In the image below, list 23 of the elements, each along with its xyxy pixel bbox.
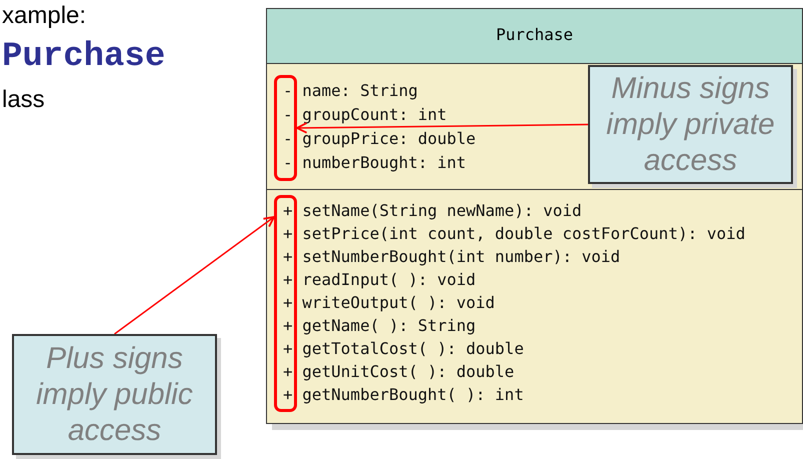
- method-text: + setPrice(int count, double costForCount): void: [283, 223, 746, 245]
- callout-text: Minus signs imply private access: [605, 70, 776, 178]
- method-text: + getUnitCost( ): double: [283, 361, 514, 383]
- attribute-text: - groupCount: int: [283, 104, 447, 126]
- method-text: + setName(String newName): void: [283, 200, 582, 222]
- highlight-box: [274, 75, 297, 181]
- method-text: + getNumberBought( ): int: [283, 384, 524, 406]
- method-text: + getTotalCost( ): double: [283, 338, 524, 360]
- method-text: + setNumberBought(int number): void: [283, 246, 620, 268]
- method-text: + getName( ): String: [283, 315, 476, 337]
- method-text: + writeOutput( ): void: [283, 292, 495, 314]
- slide-text: xample:: [2, 2, 86, 30]
- callout-text: Plus signs imply public access: [35, 340, 194, 448]
- highlight-box: [274, 195, 297, 412]
- class-name-heading: Purchase: [2, 38, 166, 76]
- attribute-text: - numberBought: int: [283, 152, 466, 174]
- leader-arrow: [296, 122, 588, 134]
- class-name: Purchase: [496, 25, 574, 44]
- leader-arrow: [114, 216, 275, 335]
- slide-text: lass: [2, 86, 45, 114]
- attribute-text: - name: String: [283, 80, 418, 102]
- attribute-text: - groupPrice: double: [283, 128, 476, 150]
- method-text: + readInput( ): void: [283, 269, 476, 291]
